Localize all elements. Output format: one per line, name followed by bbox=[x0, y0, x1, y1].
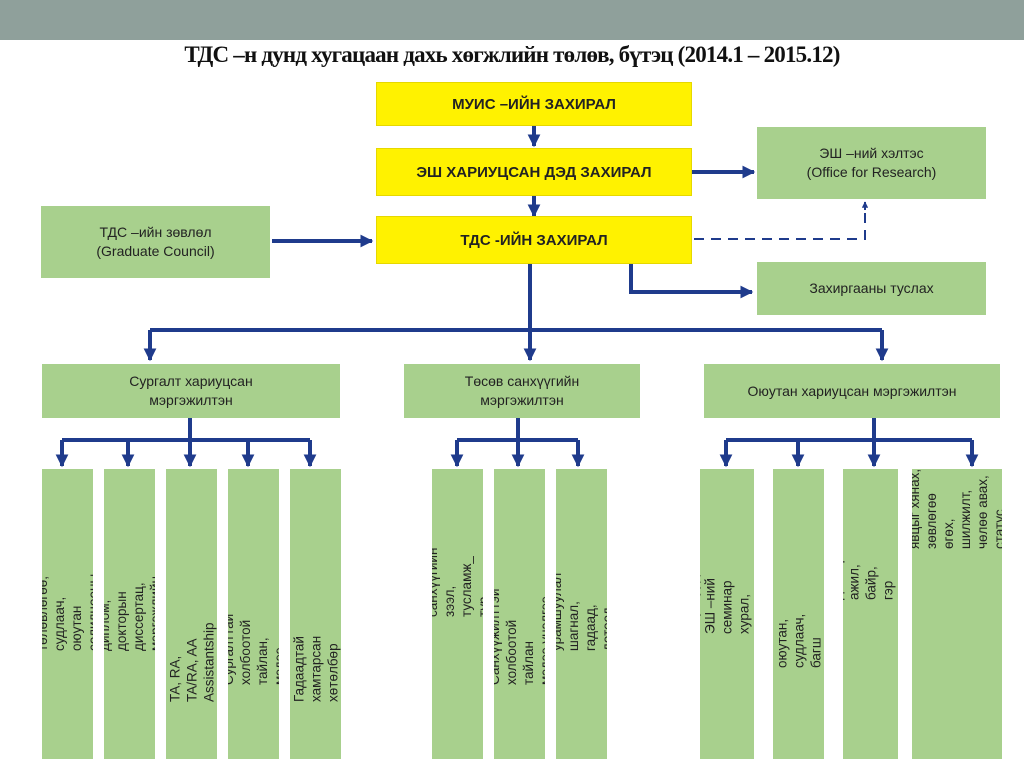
specialist-student-box: Оюутан хариуцсан мэргэжилтэн bbox=[704, 364, 1000, 418]
task-label: Төсөв, зардал, санхүүгийн зээл, тусламж_… bbox=[432, 547, 483, 617]
task-box: Оюутнуудын сургалт, судалгааны явцыг хян… bbox=[912, 469, 1002, 759]
graduate-director-box: ТДС -ИЙН ЗАХИРАЛ bbox=[376, 216, 692, 264]
vice-director-label: ЭШ ХАРИУЦСАН ДЭД ЗАХИРАЛ bbox=[416, 163, 652, 181]
task-label: Гадаадтай хамтарсан хөтөлбөр bbox=[291, 635, 340, 702]
task-box: Санхүүжилттэй холбоотой тайлан мэдээ үнэ… bbox=[494, 469, 545, 759]
task-label: TA, RA, TA/RA, AA Assistantship bbox=[167, 622, 216, 702]
header-bar bbox=[0, 0, 1024, 40]
task-label: Оюутны хөгжил, давхар ажил, байр, гэр бү… bbox=[843, 556, 898, 600]
president-label: МУИС –ИЙН ЗАХИРАЛ bbox=[452, 95, 616, 113]
page-title: ТДС –н дунд хугацаан дахь хөгжлийн төлөв… bbox=[184, 42, 840, 67]
specialist-training-label: Сургалт хариуцсан мэргэжилтэн bbox=[129, 373, 253, 408]
dashed-director-to-research bbox=[694, 206, 866, 240]
task-box: Магистрын диплом, докторын диссертац, мэ… bbox=[104, 469, 155, 759]
task-label: Оюутнуудын сургалт, судалгааны явцыг хян… bbox=[912, 469, 1002, 549]
task-box: Тэтгэлэг, урамшуулал шагнал, гадаад, дот… bbox=[556, 469, 607, 759]
president-box: МУИС –ИЙН ЗАХИРАЛ bbox=[376, 82, 692, 126]
task-box: Төсөв, зардал, санхүүгийн зээл, тусламж_… bbox=[432, 469, 483, 759]
task-box: Сургалттай холбоотой тайлан, мэдээ bbox=[228, 469, 279, 759]
task-box: Гадаад оюутан, судлаач, багш хариуцсан bbox=[773, 469, 824, 759]
task-label: Санхүүжилттэй холбоотой тайлан мэдээ үнэ… bbox=[494, 588, 545, 685]
graduate-council-box: ТДС –ийн зөвлөл (Graduate Council) bbox=[41, 206, 270, 278]
task-label: Гадаад оюутан, судлаач, багш хариуцсан bbox=[774, 613, 823, 668]
specialist-student-label: Оюутан хариуцсан мэргэжилтэн bbox=[747, 382, 957, 399]
task-label: Сургалтын төлөвлөгөө, судлаач, оюутан со… bbox=[42, 573, 93, 651]
graduate-council-label: ТДС –ийн зөвлөл (Graduate Council) bbox=[96, 224, 215, 259]
task-box: Оюутны хөгжил, давхар ажил, байр, гэр бү… bbox=[843, 469, 898, 759]
task-label: Магистрын диплом, докторын диссертац, мэ… bbox=[104, 576, 155, 651]
task-box: Сургалтын төлөвлөгөө, судлаач, оюутан со… bbox=[42, 469, 93, 759]
specialist-budget-label: Төсөв санхүүгийн мэргэжилтэн bbox=[464, 373, 580, 408]
graduate-director-label: ТДС -ИЙН ЗАХИРАЛ bbox=[460, 231, 608, 249]
vice-director-box: ЭШ ХАРИУЦСАН ДЭД ЗАХИРАЛ bbox=[376, 148, 692, 196]
task-box: ТДС –ийн оюутнуудын ЭШ –ний семинар хура… bbox=[700, 469, 754, 759]
admin-assistant-label: Захиргааны туслах bbox=[809, 280, 934, 296]
task-box: TA, RA, TA/RA, AA Assistantship bbox=[166, 469, 217, 759]
task-label: Сургалттай холбоотой тайлан, мэдээ bbox=[228, 613, 279, 685]
specialist-budget-box: Төсөв санхүүгийн мэргэжилтэн bbox=[404, 364, 640, 418]
research-office-box: ЭШ –ний хэлтэс (Office for Research) bbox=[757, 127, 986, 199]
task-box: Гадаадтай хамтарсан хөтөлбөр bbox=[290, 469, 341, 759]
specialist-training-box: Сургалт хариуцсан мэргэжилтэн bbox=[42, 364, 340, 418]
task-label: Тэтгэлэг, урамшуулал шагнал, гадаад, дот… bbox=[556, 572, 607, 651]
research-office-label: ЭШ –ний хэлтэс (Office for Research) bbox=[806, 145, 937, 180]
arrow-director-to-assistant bbox=[629, 264, 754, 299]
task-label: ТДС –ийн оюутнуудын ЭШ –ний семинар хура… bbox=[700, 558, 754, 634]
admin-assistant-box: Захиргааны туслах bbox=[757, 262, 986, 315]
